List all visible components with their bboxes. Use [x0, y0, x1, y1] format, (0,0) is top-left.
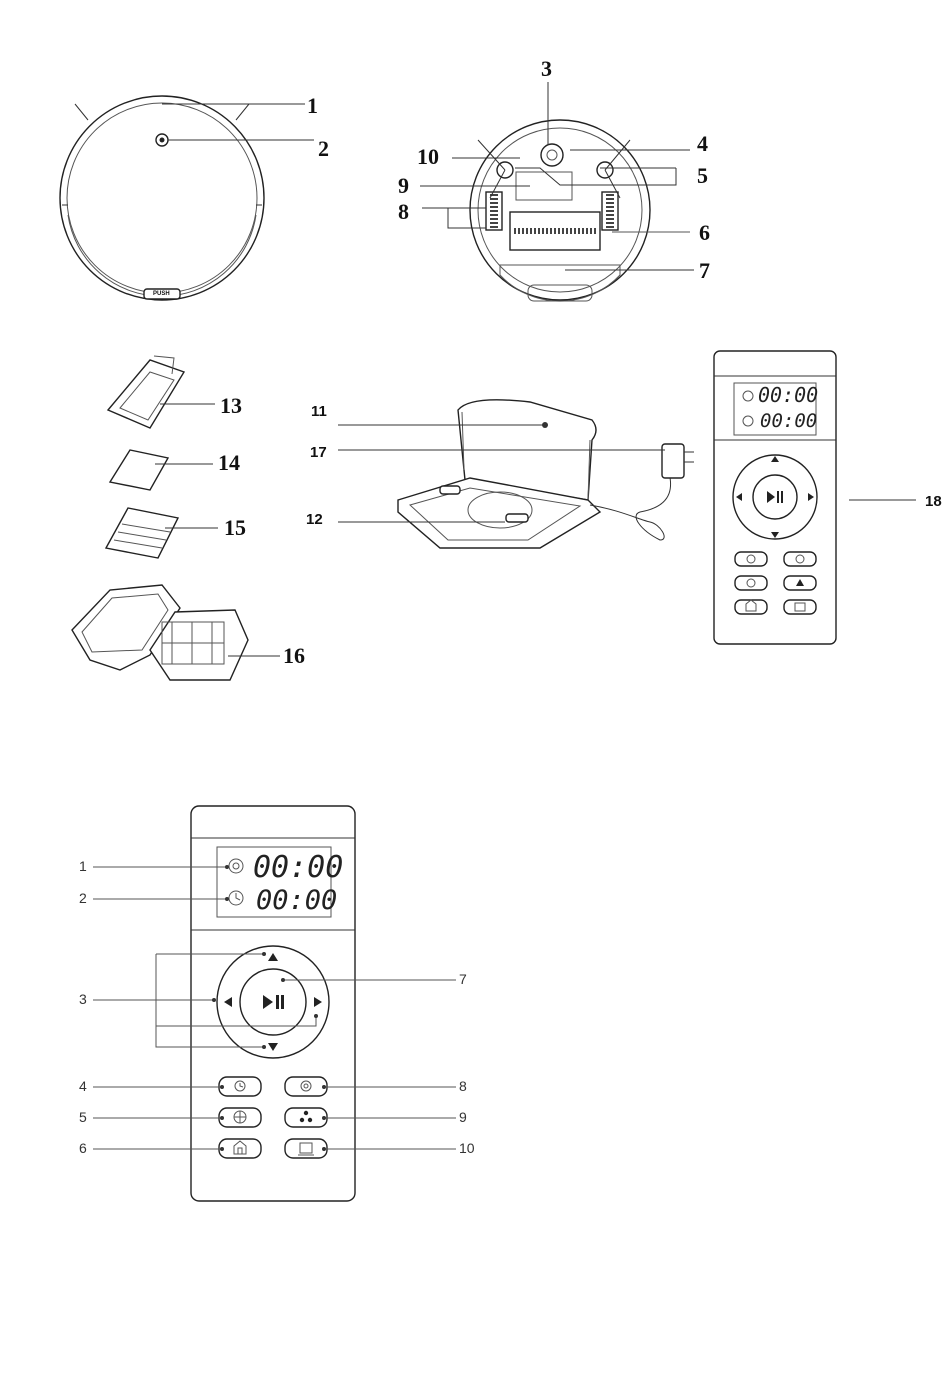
robot-top-view [60, 96, 314, 300]
callout-robot-bottom-10: 10 [417, 146, 439, 168]
callout-dock-17: 17 [310, 445, 327, 460]
accessory-sponge [110, 450, 213, 490]
callout-robot-bottom-5: 5 [697, 165, 708, 187]
callout-remote-large-6: 6 [79, 1141, 87, 1155]
charging-dock [338, 400, 694, 548]
callout-robot-bottom-8: 8 [398, 201, 409, 223]
callout-remote-large-1: 1 [79, 859, 87, 873]
callout-robot-top-2: 2 [318, 138, 329, 160]
callout-accessory-13: 13 [220, 395, 242, 417]
remote-large-display-time-1: 00:00 [253, 850, 343, 885]
accessory-dustbin [72, 585, 280, 680]
callout-dock-12: 12 [306, 512, 323, 527]
callout-remote-large-8: 8 [459, 1079, 467, 1093]
callout-accessory-15: 15 [224, 517, 246, 539]
bumper-push-label: PUSH [153, 291, 170, 297]
callout-robot-bottom-9: 9 [398, 175, 409, 197]
remote-small-display-time-1: 00:00 [758, 383, 818, 407]
callout-remote-large-2: 2 [79, 891, 87, 905]
callout-dock-11: 11 [311, 404, 327, 419]
callout-remote-large-9: 9 [459, 1110, 467, 1124]
callout-accessory-14: 14 [218, 452, 240, 474]
callout-robot-bottom-4: 4 [697, 133, 708, 155]
callout-remote-large-7: 7 [459, 972, 467, 986]
remote-small-display-time-2: 00:00 [760, 410, 817, 432]
accessory-filter-frame [108, 356, 215, 428]
accessory-hepa-filter [106, 508, 218, 558]
callout-remote-18: 18 [925, 494, 942, 509]
callout-robot-bottom-7: 7 [699, 260, 710, 282]
callout-remote-large-5: 5 [79, 1110, 87, 1124]
callout-robot-bottom-6: 6 [699, 222, 710, 244]
callout-remote-large-10: 10 [459, 1141, 475, 1155]
callout-robot-top-1: 1 [307, 95, 318, 117]
callout-accessory-16: 16 [283, 645, 305, 667]
callout-remote-large-4: 4 [79, 1079, 87, 1093]
callout-robot-bottom-3: 3 [541, 58, 552, 80]
robot-bottom-view [420, 82, 694, 301]
callout-remote-large-3: 3 [79, 992, 87, 1006]
remote-large-display-time-2: 00:00 [256, 885, 337, 916]
power-adapter-icon [662, 444, 684, 478]
